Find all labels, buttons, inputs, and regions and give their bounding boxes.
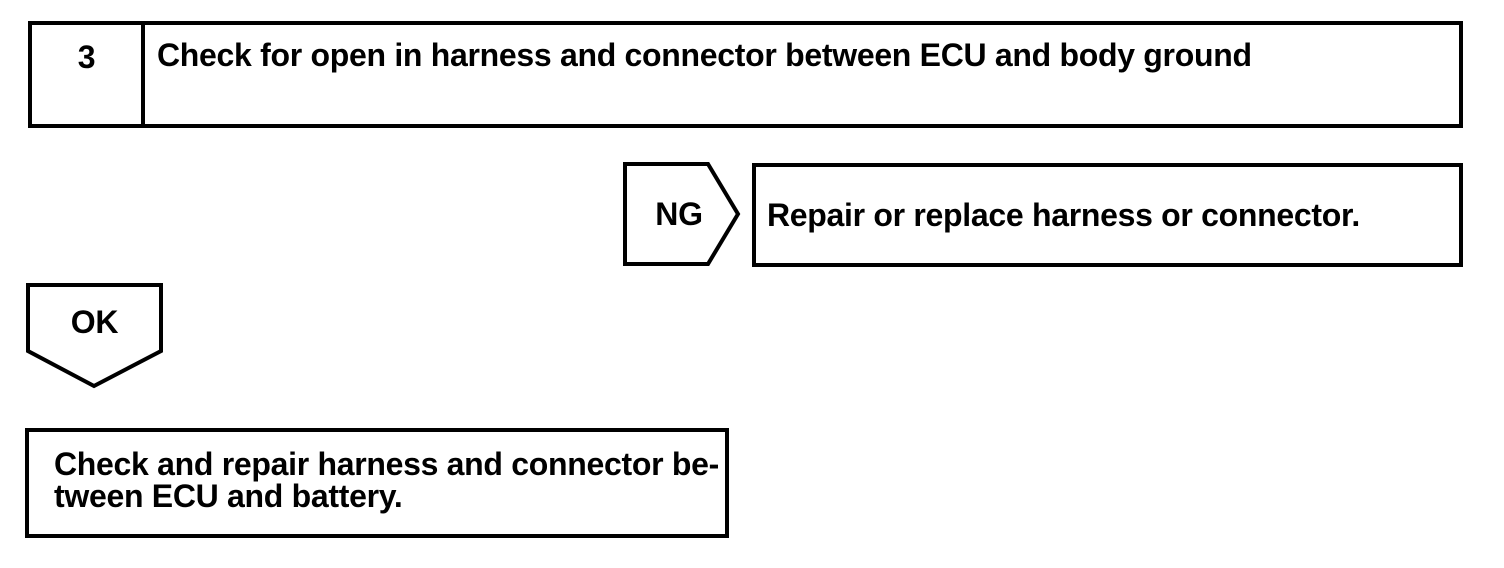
ng-action-box: Repair or replace harness or connector. [752, 163, 1463, 267]
ng-connector-label: NG [655, 195, 703, 232]
ng-action-text: Repair or replace harness or connector. [767, 196, 1360, 233]
ok-pentagon-down-icon [26, 283, 163, 389]
ng-pentagon-right-icon [623, 162, 741, 266]
ok-action-text-line2: tween ECU and battery. [54, 478, 403, 514]
step-instruction: Check for open in harness and connector … [157, 37, 1252, 73]
ok-action-box: Check and repair harness and connector b… [25, 428, 729, 538]
step-header-box: 3 Check for open in harness and connecto… [28, 21, 1463, 128]
step-number: 3 [32, 25, 145, 124]
ng-connector: NG [623, 162, 741, 266]
ok-connector-label: OK [70, 303, 119, 340]
ok-action-text-line1: Check and repair harness and connector b… [54, 446, 719, 482]
ok-connector: OK [26, 283, 163, 389]
